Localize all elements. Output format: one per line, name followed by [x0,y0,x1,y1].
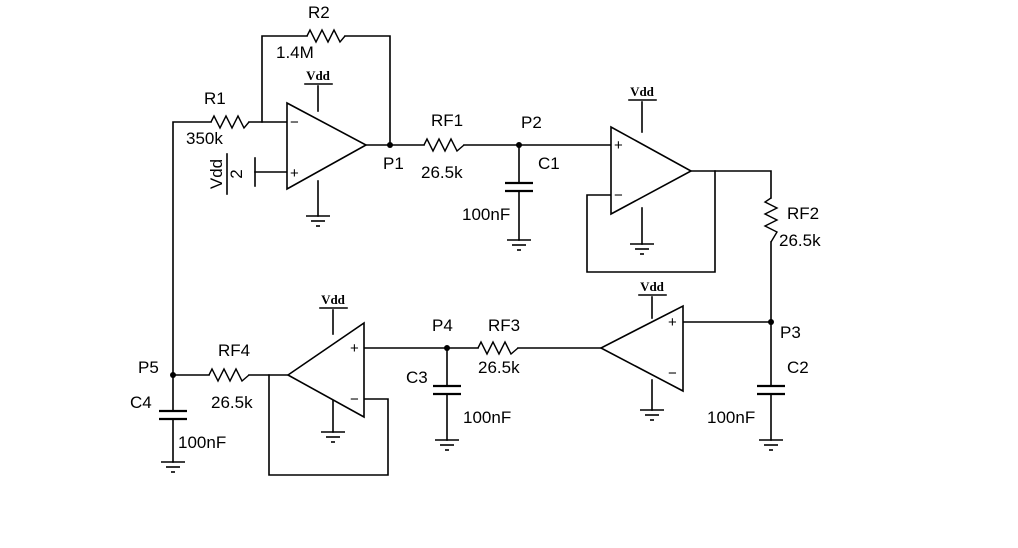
label-p2: P2 [521,113,542,132]
grounds [161,215,783,473]
component-labels: R2 1.4M R1 350k P1 RF1 26.5k P2 C1 100nF… [130,3,821,452]
vdd-label-u1: Vdd [306,68,331,83]
op-amp-u2 [610,125,693,216]
label-p3: P3 [780,323,801,342]
label-r1-value: 350k [186,129,223,148]
label-rf3-name: RF3 [488,316,520,335]
capacitor-c2 [757,384,785,396]
label-rf4-value: 26.5k [211,393,253,412]
capacitor-c3 [433,384,461,396]
op-amp-u3 [599,304,684,393]
ground-icon [435,439,459,451]
junction-p3 [768,319,774,325]
resistor-r1 [210,114,250,130]
op-amp-pin-labels: − + + − + − + − [290,114,677,408]
vdd-label-u2: Vdd [630,84,655,99]
resistor-r2 [306,28,346,44]
junctions [170,142,774,378]
bias-denominator: 2 [227,169,246,178]
label-rf1-name: RF1 [431,111,463,130]
label-p1: P1 [383,154,404,173]
label-rf2-value: 26.5k [779,231,821,250]
op-amp-u4 [286,321,365,419]
ground-icon [321,431,345,443]
resistor-rf2 [763,197,779,243]
label-c3-name: C3 [406,368,428,387]
op-amp-u1 [286,101,368,191]
label-c1-name: C1 [538,154,560,173]
capacitors [159,181,785,421]
bias-label: Vdd 2 [207,153,246,195]
pin-plus-u4: + [350,340,359,357]
ground-icon [630,243,654,255]
ground-icon [306,215,330,227]
ground-icon [161,461,185,473]
label-rf4-name: RF4 [218,341,250,360]
bias-numerator: Vdd [207,159,226,189]
junction-p4 [444,345,450,351]
label-c2-value: 100nF [707,408,755,427]
wires [172,35,772,476]
pin-minus-u3: − [668,365,677,382]
resistor-rf3 [477,340,519,356]
label-r2-name: R2 [308,3,330,22]
vdd-label-u3: Vdd [640,279,665,294]
resistor-rf4 [208,367,250,383]
label-c4-value: 100nF [178,433,226,452]
junction-p1 [387,142,393,148]
resistors [208,28,779,383]
pin-plus-u2: + [614,137,623,154]
ground-icon [640,409,664,421]
label-rf3-value: 26.5k [478,358,520,377]
pin-plus-u3: + [668,314,677,331]
label-r2-value: 1.4M [276,43,314,62]
capacitor-c4 [159,409,187,421]
label-c2-name: C2 [787,358,809,377]
label-c3-value: 100nF [463,408,511,427]
label-rf2-name: RF2 [787,204,819,223]
ground-icon [507,239,531,251]
pin-minus-u4: − [350,391,359,408]
junction-p2 [516,142,522,148]
label-c4-name: C4 [130,393,152,412]
pin-minus-u2: − [614,187,623,204]
op-amps [286,101,693,419]
ground-icon [759,439,783,451]
resistor-rf1 [423,137,465,153]
label-rf1-value: 26.5k [421,163,463,182]
label-c1-value: 100nF [462,205,510,224]
pin-plus-u1: + [290,165,299,182]
junction-p5 [170,372,176,378]
label-p5: P5 [138,358,159,377]
label-p4: P4 [432,316,453,335]
supply-labels: Vdd Vdd Vdd Vdd [304,68,667,309]
capacitor-c1 [505,181,533,193]
label-r1-name: R1 [204,89,226,108]
vdd-label-u4: Vdd [321,292,346,307]
pin-minus-u1: − [290,114,299,131]
